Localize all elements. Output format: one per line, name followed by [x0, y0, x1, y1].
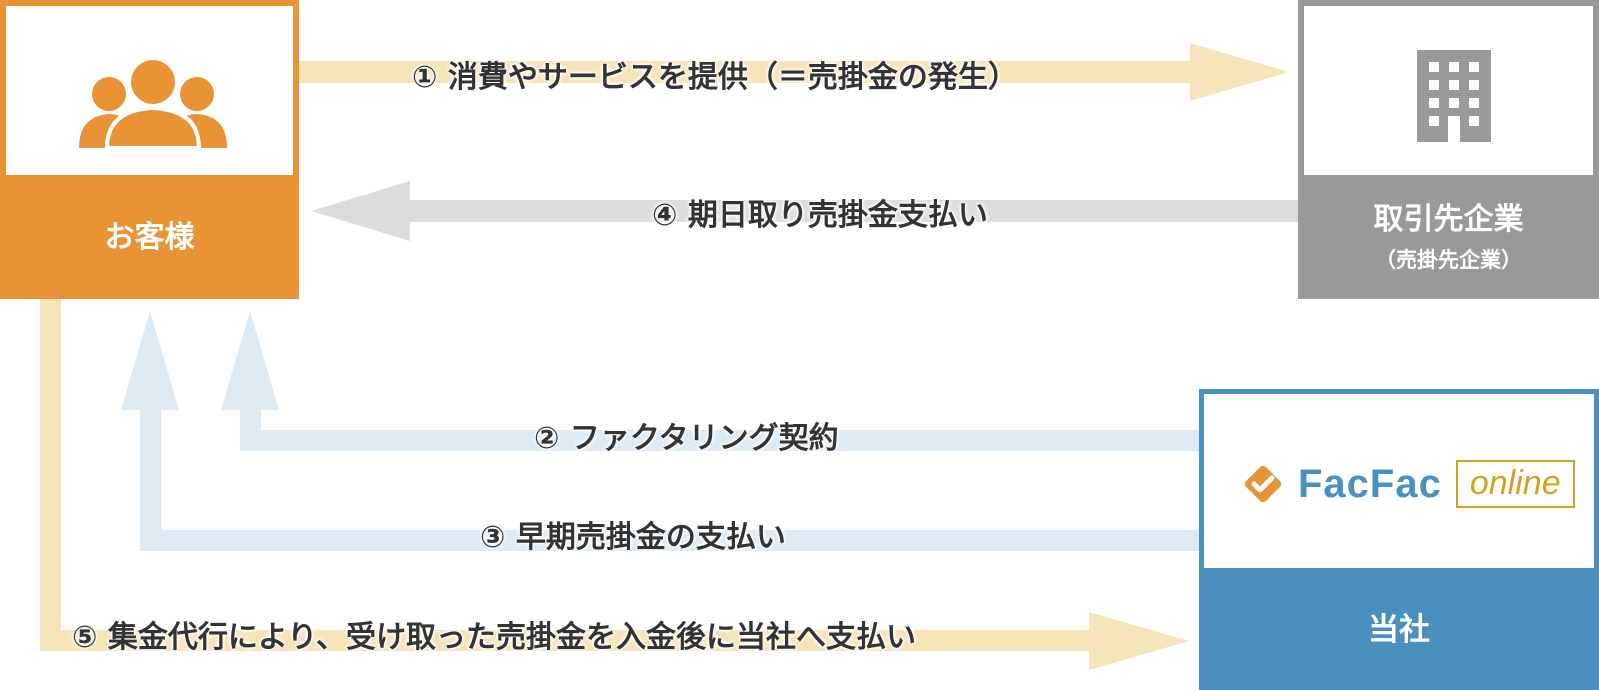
flow-label-1: ① 消費やサービスを提供（＝売掛金の発生）	[412, 52, 1018, 96]
flow-text: 期日取り売掛金支払い	[687, 198, 988, 233]
logo-badge: online	[1455, 460, 1575, 508]
flow-number: ④	[652, 198, 678, 233]
company-label: 当社	[1368, 612, 1430, 648]
partner-icon-area	[1304, 6, 1593, 181]
flow-text: 早期売掛金の支払い	[515, 520, 786, 555]
customer-icon-area	[6, 6, 293, 181]
people-icon	[79, 56, 227, 150]
arrow-1-provide-service	[299, 43, 1289, 101]
partner-box: 取引先企業 （売掛先企業）	[1298, 0, 1599, 299]
flow-number: ②	[534, 421, 560, 456]
arrow-4-payment-on-due-date	[311, 181, 1298, 241]
flow-number: ⑤	[72, 620, 98, 655]
company-label-area: 当社	[1204, 568, 1594, 685]
company-box: FacFac online 当社	[1199, 389, 1599, 690]
partner-label-area: 取引先企業 （売掛先企業）	[1304, 175, 1593, 293]
arrow-2-factoring-contract	[221, 311, 1199, 451]
flow-label-3: ③ 早期売掛金の支払い	[480, 512, 786, 556]
check-diamond-icon	[1244, 465, 1282, 503]
arrow-5-collection-agency	[40, 299, 1189, 670]
flow-text: 集金代行により、受け取った売掛金を入金後に当社へ支払い	[107, 620, 917, 655]
flow-text: 消費やサービスを提供（＝売掛金の発生）	[447, 60, 1018, 95]
company-logo-area: FacFac online	[1204, 394, 1594, 573]
customer-box: お客様	[0, 0, 299, 299]
flow-label-4: ④ 期日取り売掛金支払い	[652, 190, 988, 234]
building-icon	[1417, 50, 1491, 142]
partner-sublabel: （売掛先企業）	[1375, 248, 1522, 272]
arrow-3-early-payment	[121, 311, 1199, 551]
partner-label: 取引先企業	[1373, 202, 1524, 237]
facfac-logo: FacFac online	[1240, 460, 1575, 508]
logo-text: FacFac	[1298, 461, 1442, 506]
customer-label: お客様	[104, 220, 195, 255]
flow-label-2: ② ファクタリング契約	[534, 413, 839, 457]
flow-label-5: ⑤ 集金代行により、受け取った売掛金を入金後に当社へ支払い	[72, 612, 916, 656]
flow-number: ①	[412, 60, 438, 95]
flow-number: ③	[480, 520, 506, 555]
flow-text: ファクタリング契約	[569, 421, 839, 456]
customer-label-area: お客様	[6, 175, 293, 293]
